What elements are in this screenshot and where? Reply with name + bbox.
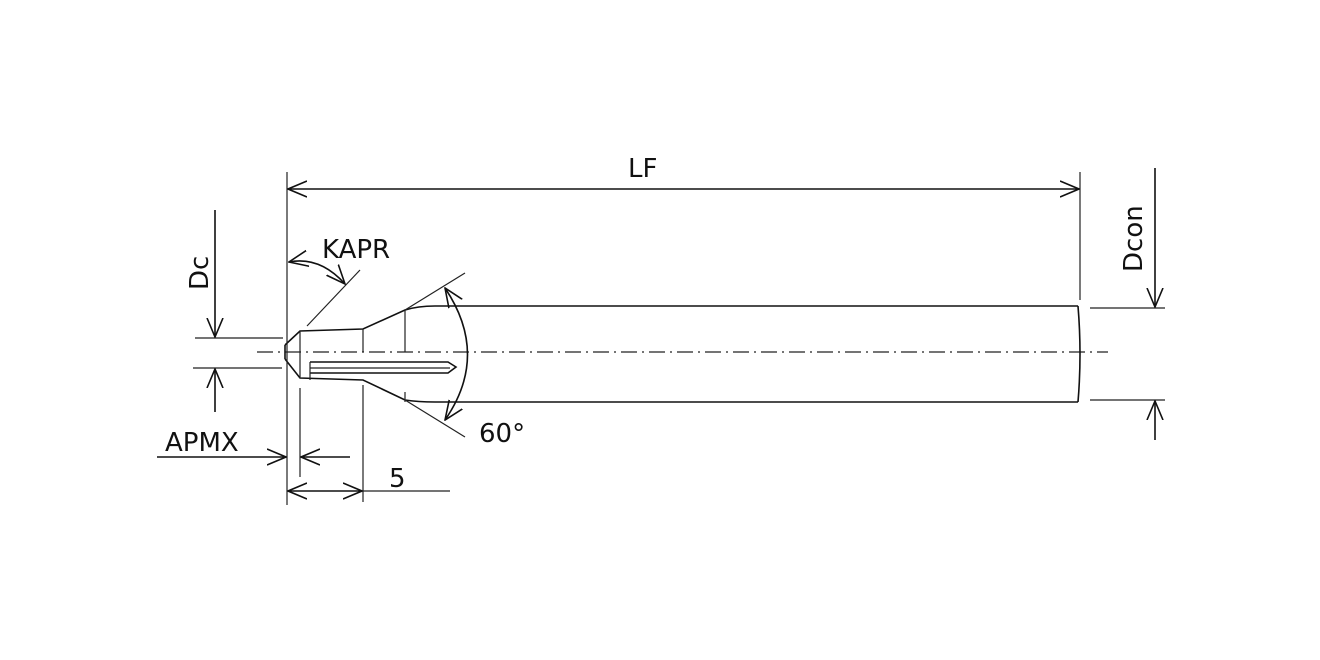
label-5: 5 <box>389 464 406 494</box>
dimension-5: 5 <box>288 385 450 502</box>
label-dcon: Dcon <box>1119 205 1149 272</box>
dimension-apmx: APMX <box>157 388 350 477</box>
dimension-dc: Dc <box>185 210 283 412</box>
dimension-kapr: KAPR <box>289 235 390 327</box>
label-angle: 60° <box>479 419 525 449</box>
dimension-point-angle: 60° <box>404 272 525 449</box>
label-lf: LF <box>628 154 657 184</box>
label-apmx: APMX <box>165 428 239 458</box>
dimension-lf: LF <box>286 154 1081 505</box>
dimension-dcon: Dcon <box>1090 168 1165 440</box>
label-kapr: KAPR <box>322 235 390 265</box>
tool-outline <box>284 305 1081 403</box>
label-dc: Dc <box>185 256 215 290</box>
